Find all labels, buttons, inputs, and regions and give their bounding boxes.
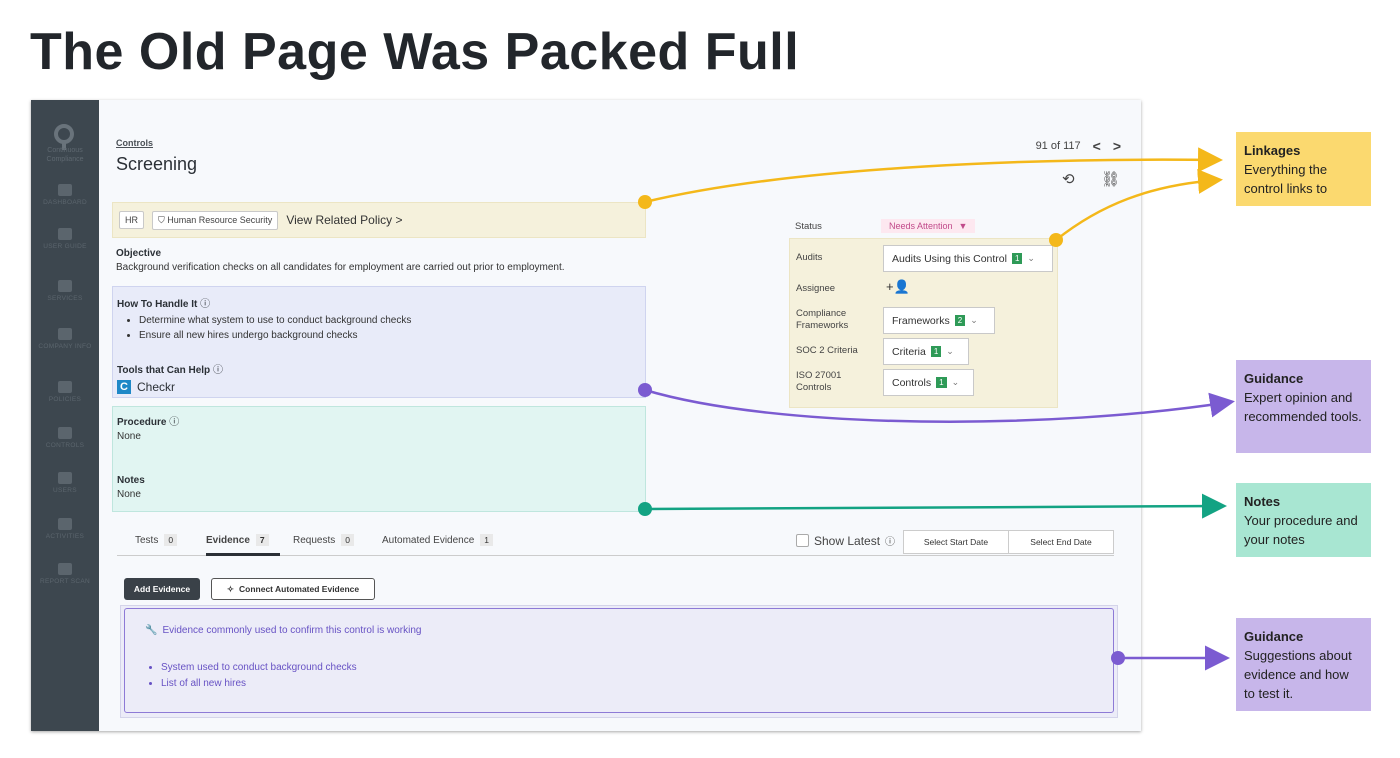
list-item: System used to conduct background checks xyxy=(161,660,1093,676)
category-chip: ⛉ Human Resource Security xyxy=(152,210,279,230)
chevron-down-icon: ⌄ xyxy=(951,377,960,387)
app-window: Continuous Compliance DASHBOARD USER GUI… xyxy=(31,100,1141,731)
next-button[interactable]: > xyxy=(1112,138,1121,154)
connect-automated-evidence-button[interactable]: ✧Connect Automated Evidence xyxy=(211,578,375,600)
how-to-heading: How To Handle It ⓘ xyxy=(117,299,211,310)
lightbulb-icon xyxy=(58,228,72,240)
star-icon xyxy=(58,280,72,292)
status-badge[interactable]: Needs Attention▼ xyxy=(881,219,976,233)
guidance-box: How To Handle It ⓘ Determine what system… xyxy=(112,286,646,398)
gear-icon xyxy=(58,518,72,530)
objective-text: Background verification checks on all ca… xyxy=(116,262,565,273)
building-icon xyxy=(58,328,72,340)
flag-icon xyxy=(58,184,72,196)
sidebar-item-activities[interactable]: ACTIVITIES xyxy=(31,518,99,541)
objective-heading: Objective xyxy=(116,248,162,259)
add-person-icon[interactable]: +👤 xyxy=(886,279,910,294)
info-icon: ⓘ xyxy=(885,537,896,548)
evidence-guidance-box: 🔧Evidence commonly used to confirm this … xyxy=(120,605,1118,718)
evidence-list: System used to conduct background checks… xyxy=(161,660,1093,692)
controls-icon xyxy=(58,427,72,439)
procedure-value[interactable]: None xyxy=(117,431,141,442)
hr-chip: HR xyxy=(119,211,144,229)
shield-icon: ⛉ xyxy=(158,214,168,225)
notes-box: Procedure ⓘ None Notes None xyxy=(112,406,646,512)
magic-wand-icon: ✧ xyxy=(226,583,234,594)
slide-title: The Old Page Was Packed Full xyxy=(30,23,800,81)
view-related-policy-link[interactable]: View Related Policy > xyxy=(286,213,403,227)
list-item: Determine what system to use to conduct … xyxy=(139,313,641,328)
procedure-heading: Procedure ⓘ xyxy=(117,417,180,428)
list-item: Ensure all new hires undergo background … xyxy=(139,328,641,343)
wrench-icon: 🔧 xyxy=(145,625,158,636)
chevron-down-icon: ⌄ xyxy=(1027,253,1035,263)
chevron-down-icon: ▼ xyxy=(958,221,968,231)
guidance-list: Determine what system to use to conduct … xyxy=(139,313,641,343)
active-tab-indicator xyxy=(206,553,280,556)
users-icon xyxy=(58,472,72,484)
sidebar-brand: Continuous Compliance xyxy=(46,147,84,163)
chevron-down-icon: ⌄ xyxy=(946,346,954,356)
policy-bar: HR ⛉ Human Resource Security View Relate… xyxy=(112,202,646,238)
breadcrumb[interactable]: Controls xyxy=(116,138,153,148)
link-icon[interactable]: ⛓ xyxy=(1101,171,1121,188)
start-date-button[interactable]: Select Start Date xyxy=(923,537,989,547)
main-content: Controls Screening 91 of 117 < > ⟲ ⛓ HR … xyxy=(99,100,1141,731)
status-label: Status xyxy=(795,221,822,232)
list-item: List of all new hires xyxy=(161,676,1093,692)
history-icon[interactable]: ⟲ xyxy=(1062,171,1075,188)
info-icon: ⓘ xyxy=(169,417,180,428)
sidebar-item-company-info[interactable]: COMPANY INFO xyxy=(31,328,99,351)
sidebar: Continuous Compliance DASHBOARD USER GUI… xyxy=(31,100,99,731)
checkr-logo-icon: C xyxy=(117,380,131,394)
tools-heading: Tools that Can Help ⓘ xyxy=(117,365,223,376)
sidebar-item-users[interactable]: USERS xyxy=(31,472,99,495)
notes-heading: Notes xyxy=(117,475,145,486)
sidebar-item-report-scan[interactable]: REPORT SCAN xyxy=(31,563,99,586)
sidebar-item-controls[interactable]: CONTROLS xyxy=(31,427,99,450)
document-icon xyxy=(58,381,72,393)
sidebar-item-policies[interactable]: POLICIES xyxy=(31,381,99,404)
audits-label: Audits xyxy=(796,252,823,263)
show-latest-checkbox[interactable] xyxy=(796,534,809,547)
evidence-guidance-heading: 🔧Evidence commonly used to confirm this … xyxy=(145,625,422,636)
chevron-down-icon: ⌄ xyxy=(970,315,978,325)
objective-section: Objective Background verification checks… xyxy=(116,248,565,273)
pager-count: 91 of 117 xyxy=(1035,140,1081,152)
info-icon: ⓘ xyxy=(200,299,211,310)
info-icon: ⓘ xyxy=(212,365,223,376)
sidebar-item-dashboard[interactable]: DASHBOARD xyxy=(31,184,99,207)
add-evidence-button[interactable]: Add Evidence xyxy=(124,578,200,600)
page-title: Screening xyxy=(116,154,198,174)
date-range: Select Start Date Select End Date xyxy=(903,530,1114,554)
logo-icon xyxy=(54,124,74,150)
sidebar-item-services[interactable]: SERVICES xyxy=(31,280,99,303)
pager: 91 of 117 < > xyxy=(1036,138,1121,154)
prev-button[interactable]: < xyxy=(1092,138,1101,154)
soc2-label: SOC 2 Criteria xyxy=(796,345,858,356)
assignee-label: Assignee xyxy=(796,283,836,294)
notes-value[interactable]: None xyxy=(117,489,141,500)
scan-icon xyxy=(58,563,72,575)
sidebar-item-user-guide[interactable]: USER GUIDE xyxy=(31,228,99,251)
end-date-button[interactable]: Select End Date xyxy=(1008,531,1113,553)
frameworks-label: Compliance Frameworks xyxy=(796,308,849,331)
iso-label: ISO 27001 Controls xyxy=(796,370,842,393)
